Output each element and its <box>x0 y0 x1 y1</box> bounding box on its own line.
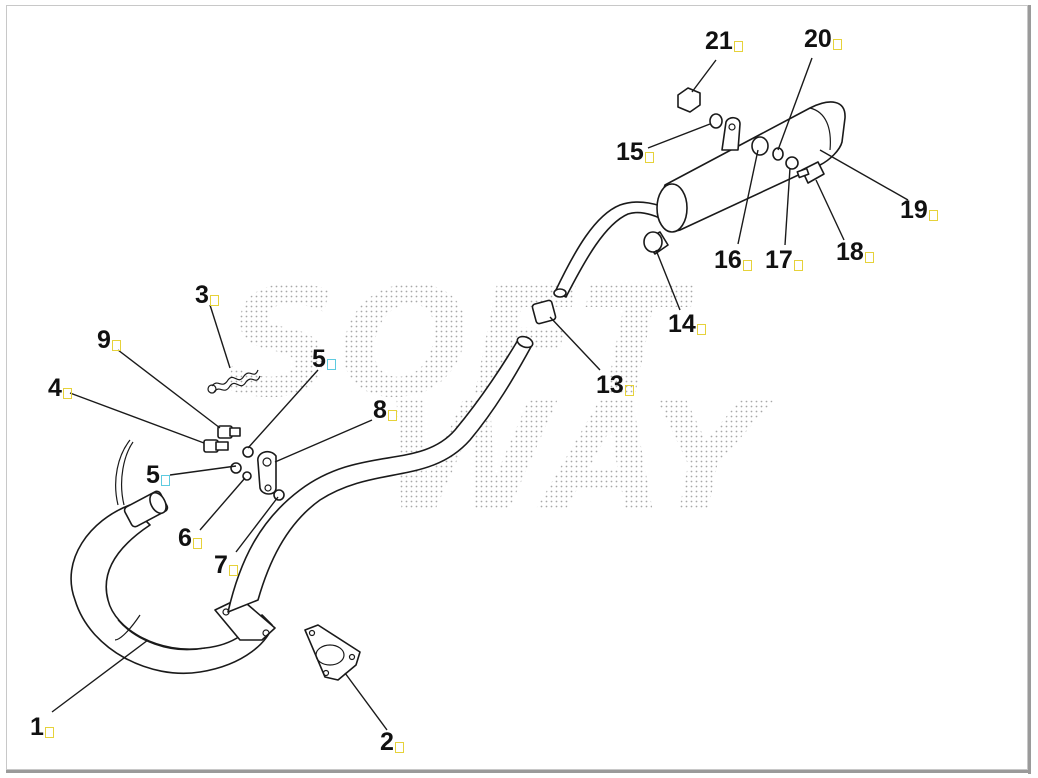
callout-4[interactable]: 4 <box>48 376 72 401</box>
hotspot-box <box>228 565 238 576</box>
watermark-line-1: SOFT <box>225 257 696 431</box>
callout-9[interactable]: 9 <box>97 328 121 353</box>
hotspot-box <box>832 39 842 50</box>
callout-1[interactable]: 1 <box>30 715 54 740</box>
hotspot-box <box>928 210 938 221</box>
bracket-hardware[interactable] <box>203 425 285 501</box>
hotspot-box <box>793 260 803 271</box>
hotspot-box <box>394 742 404 753</box>
hotspot-box <box>62 388 72 399</box>
callout-14[interactable]: 14 <box>668 312 706 337</box>
frame-shadow-bottom <box>6 770 1031 773</box>
callout-18[interactable]: 18 <box>836 240 874 265</box>
leader-lines <box>51 57 909 731</box>
hotspot-box <box>742 260 752 271</box>
hotspot-box <box>864 252 874 263</box>
callout-2[interactable]: 2 <box>380 730 404 755</box>
callout-5a[interactable]: 5 <box>312 347 336 372</box>
mid-pipe-part[interactable] <box>227 335 534 613</box>
hotspot-box-selected <box>160 475 170 486</box>
hotspot-box-selected <box>326 359 336 370</box>
hotspot-box <box>644 152 654 163</box>
hotspot-box <box>111 340 121 351</box>
callout-5b[interactable]: 5 <box>146 463 170 488</box>
callout-17[interactable]: 17 <box>765 248 803 273</box>
diagram-frame <box>6 5 1028 770</box>
callout-3[interactable]: 3 <box>195 283 219 308</box>
callout-13[interactable]: 13 <box>596 373 634 398</box>
callout-16[interactable]: 16 <box>714 248 752 273</box>
muffler-hardware[interactable] <box>643 87 825 255</box>
callout-8[interactable]: 8 <box>373 398 397 423</box>
hotspot-box <box>44 727 54 738</box>
callout-15[interactable]: 15 <box>616 140 654 165</box>
muffler-part[interactable] <box>656 101 846 233</box>
spring-part[interactable] <box>207 369 261 394</box>
callout-7[interactable]: 7 <box>214 553 238 578</box>
hotspot-box <box>624 385 634 396</box>
callout-21[interactable]: 21 <box>705 29 743 54</box>
hotspot-box <box>387 410 397 421</box>
hotspot-box <box>192 538 202 549</box>
hotspot-box <box>696 324 706 335</box>
hotspot-box <box>733 41 743 52</box>
frame-shadow <box>1028 5 1031 774</box>
gasket-part[interactable] <box>304 624 361 681</box>
callout-20[interactable]: 20 <box>804 27 842 52</box>
callout-19[interactable]: 19 <box>900 198 938 223</box>
callout-6[interactable]: 6 <box>178 526 202 551</box>
hotspot-box <box>209 295 219 306</box>
